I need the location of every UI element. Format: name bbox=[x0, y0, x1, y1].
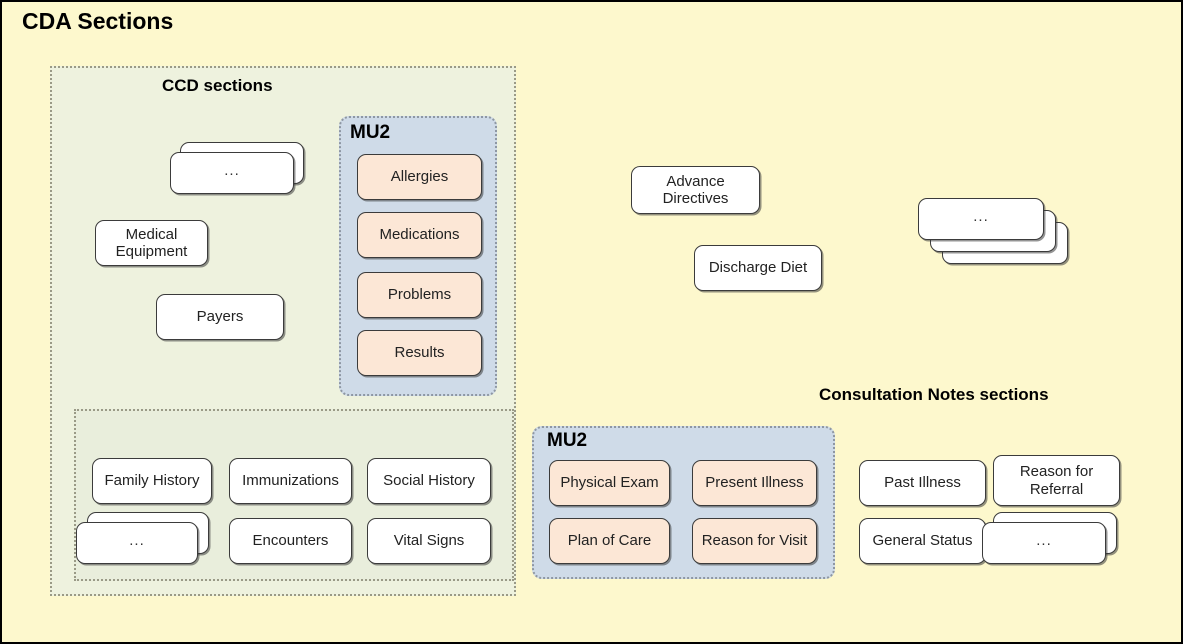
section-card-advance-directives[interactable]: Advance Directives bbox=[631, 166, 760, 214]
section-card-label: Discharge Diet bbox=[708, 259, 808, 277]
consultation-notes-label: Consultation Notes sections bbox=[819, 385, 1049, 404]
section-card-stack-front[interactable]: ... bbox=[982, 522, 1106, 564]
section-card-problems[interactable]: Problems bbox=[357, 272, 482, 318]
section-card-label: Allergies bbox=[390, 168, 449, 186]
section-card-label: Encounters bbox=[252, 532, 329, 550]
ellipsis-label: ... bbox=[224, 162, 240, 180]
section-card-label: Reason for Visit bbox=[701, 532, 808, 550]
section-card-past-illness[interactable]: Past Illness bbox=[859, 460, 986, 506]
section-card-label: Vital Signs bbox=[393, 532, 465, 550]
ccd-mu2-label: MU2 bbox=[350, 122, 391, 143]
section-card-reason-for-referral[interactable]: Reason for Referral bbox=[993, 455, 1120, 506]
section-card-family-history[interactable]: Family History bbox=[92, 458, 212, 504]
section-card-label: Immunizations bbox=[242, 472, 339, 490]
section-card-label: Physical Exam bbox=[560, 474, 659, 492]
consultation-mu2-label: MU2 bbox=[547, 430, 588, 451]
section-card-label: Results bbox=[394, 344, 445, 362]
section-card-label: Plan of Care bbox=[567, 532, 652, 550]
section-card-label: General Status bbox=[872, 532, 973, 550]
section-card-label: Reason for Referral bbox=[1019, 463, 1094, 498]
ellipsis-label: ... bbox=[129, 532, 145, 550]
section-card-vital-signs[interactable]: Vital Signs bbox=[367, 518, 491, 564]
section-card-discharge-diet[interactable]: Discharge Diet bbox=[694, 245, 822, 291]
section-card-reason-for-visit[interactable]: Reason for Visit bbox=[692, 518, 817, 564]
ellipsis-label: ... bbox=[973, 208, 989, 226]
section-card-medications[interactable]: Medications bbox=[357, 212, 482, 258]
section-card-medical-equipment[interactable]: Medical Equipment bbox=[95, 220, 208, 266]
section-card-stack-front[interactable]: ... bbox=[918, 198, 1044, 240]
section-card-label: Family History bbox=[104, 472, 200, 490]
section-card-label: Medications bbox=[379, 226, 460, 244]
section-card-label: Present Illness bbox=[705, 474, 804, 492]
section-card-encounters[interactable]: Encounters bbox=[229, 518, 352, 564]
section-card-label: Payers bbox=[196, 308, 244, 326]
section-card-label: Social History bbox=[383, 472, 475, 490]
section-card-label: Past Illness bbox=[884, 474, 961, 492]
section-card-payers[interactable]: Payers bbox=[156, 294, 284, 340]
section-card-allergies[interactable]: Allergies bbox=[357, 154, 482, 200]
section-card-social-history[interactable]: Social History bbox=[367, 458, 491, 504]
section-card-general-status[interactable]: General Status bbox=[859, 518, 986, 564]
section-card-results[interactable]: Results bbox=[357, 330, 482, 376]
ccd-sections-label: CCD sections bbox=[162, 76, 273, 95]
page-title: CDA Sections bbox=[22, 8, 174, 34]
section-card-label: Problems bbox=[387, 286, 452, 304]
section-card-stack-front[interactable]: ... bbox=[170, 152, 294, 194]
section-card-stack-front[interactable]: ... bbox=[76, 522, 198, 564]
section-card-physical-exam[interactable]: Physical Exam bbox=[549, 460, 670, 506]
section-card-immunizations[interactable]: Immunizations bbox=[229, 458, 352, 504]
section-card-plan-of-care[interactable]: Plan of Care bbox=[549, 518, 670, 564]
section-card-label: Advance Directives bbox=[662, 172, 729, 207]
section-card-label: Medical Equipment bbox=[115, 225, 188, 260]
section-card-present-illness[interactable]: Present Illness bbox=[692, 460, 817, 506]
ellipsis-label: ... bbox=[1036, 532, 1052, 550]
